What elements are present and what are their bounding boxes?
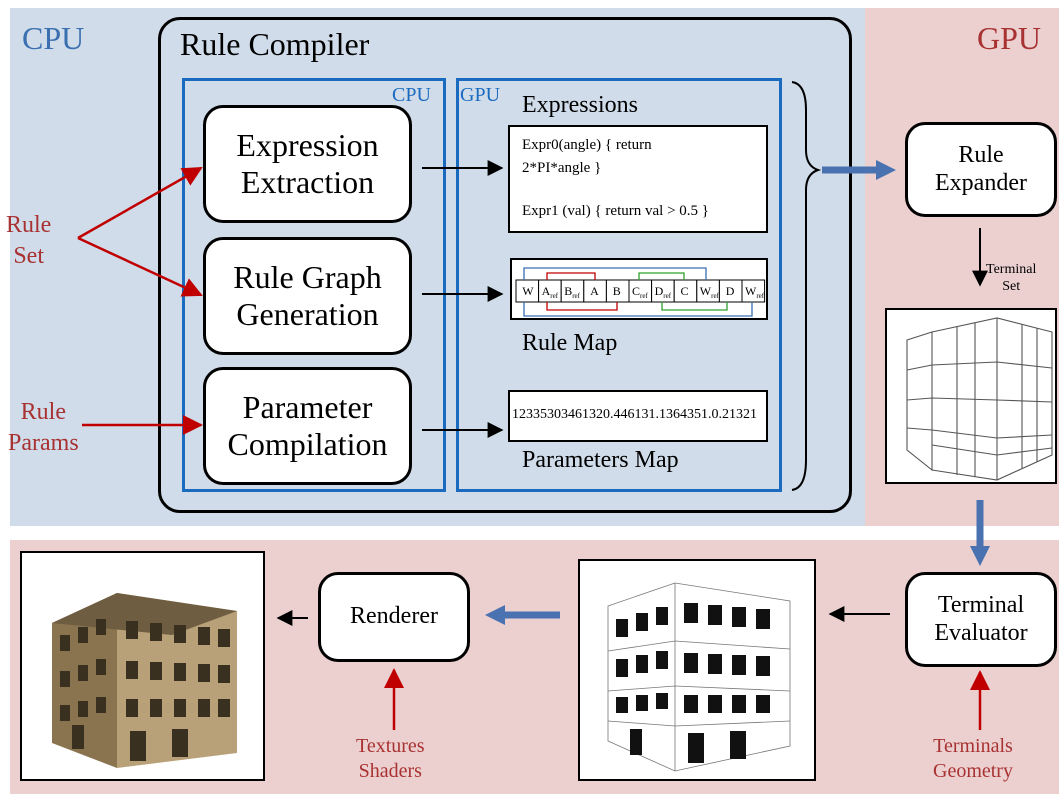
rule-graph-generation-label: Rule Graph Generation — [233, 259, 382, 332]
rule-map-cell-subscript: ref — [572, 292, 580, 300]
rule-map-cell-subscript: ref — [756, 292, 764, 300]
terminal-set-label: Terminal Set — [986, 262, 1037, 294]
rule-map-cell-label: A — [590, 284, 599, 298]
rule-map-cell-label: C — [681, 284, 689, 298]
rule-graph-generation-box: Rule Graph Generation — [203, 237, 412, 355]
renderer-box: Renderer — [318, 572, 470, 662]
evaluated-terminals-image — [578, 559, 816, 781]
rule-map-link-green-top — [638, 272, 685, 280]
rule-set-to-extraction-arrow — [77, 166, 203, 240]
set-to-evaluator-arrowhead — [970, 546, 990, 566]
rule-map-cell-subscript: ref — [550, 292, 558, 300]
rendered-building-image — [20, 551, 265, 781]
rule-expander-label: Rule Expander — [935, 141, 1027, 196]
terminal-evaluator-label: Terminal Evaluator — [934, 591, 1028, 646]
compiler-to-expander-arrowhead — [876, 160, 896, 180]
expression-extraction-box: Expression Extraction — [203, 105, 412, 223]
rule-map-link-red-bottom — [546, 302, 618, 311]
compiler-gpu-box — [456, 78, 782, 492]
rule-map-cell-label: B — [613, 284, 621, 298]
rule-compiler-title: Rule Compiler — [180, 26, 370, 62]
terminal-set-wireframe-image — [885, 308, 1057, 484]
terminals-to-renderer-arrowhead — [485, 605, 505, 625]
expr0-line2: 2*PI*angle } — [522, 160, 602, 176]
rule-set-label: Rule Set — [6, 212, 52, 270]
renderer-label: Renderer — [350, 603, 438, 630]
rule-expander-box: Rule Expander — [905, 122, 1057, 217]
compiler-gpu-label: GPU — [460, 84, 501, 106]
rule-params-label: Rule Params — [8, 399, 79, 457]
parameter-compilation-box: Parameter Compilation — [203, 367, 412, 485]
rule-set-to-graph-arrow — [77, 236, 203, 297]
rule-map-cell-subscript: ref — [663, 292, 671, 300]
rule-map-cell-label: D — [726, 284, 735, 298]
compiler-cpu-label: CPU — [392, 84, 431, 106]
parameters-values: 12335303461320.446131.1364351.0.21321 — [512, 407, 757, 422]
expressions-box: Expr0(angle) { return 2*PI*angle } Expr1… — [508, 125, 768, 233]
gpu-region-label: GPU — [977, 20, 1042, 56]
parameter-compilation-label: Parameter Compilation — [227, 389, 388, 462]
expr1-line: Expr1 (val) { return val > 0.5 } — [522, 203, 709, 219]
terminal-evaluator-box: Terminal Evaluator — [905, 572, 1057, 667]
rule-map-link-red-top — [546, 272, 596, 280]
compiler-outputs-brace — [791, 81, 822, 491]
rule-map-link-blue-bottom — [523, 302, 753, 317]
rule-map-link-blue-top — [523, 267, 707, 280]
rule-map-cell — [741, 279, 766, 303]
parameters-map-title: Parameters Map — [522, 447, 679, 473]
rule-map-cell-subscript: ref — [640, 292, 648, 300]
parameters-box: 12335303461320.446131.1364351.0.21321 — [508, 390, 768, 442]
rule-map-cell-label: W — [522, 284, 534, 298]
expressions-title: Expressions — [522, 92, 638, 118]
textures-shaders-label: Textures Shaders — [356, 735, 425, 782]
expr0-line1: Expr0(angle) { return — [522, 137, 652, 153]
rule-compiler-box — [158, 17, 852, 513]
rule-map-cell-subscript: ref — [711, 292, 719, 300]
expression-extraction-label: Expression Extraction — [236, 127, 379, 200]
terminals-geometry-label: Terminals Geometry — [933, 735, 1013, 782]
rule-map-link-green-bottom — [661, 302, 728, 311]
rule-map-title: Rule Map — [522, 330, 618, 356]
cpu-region-label: CPU — [22, 20, 85, 56]
